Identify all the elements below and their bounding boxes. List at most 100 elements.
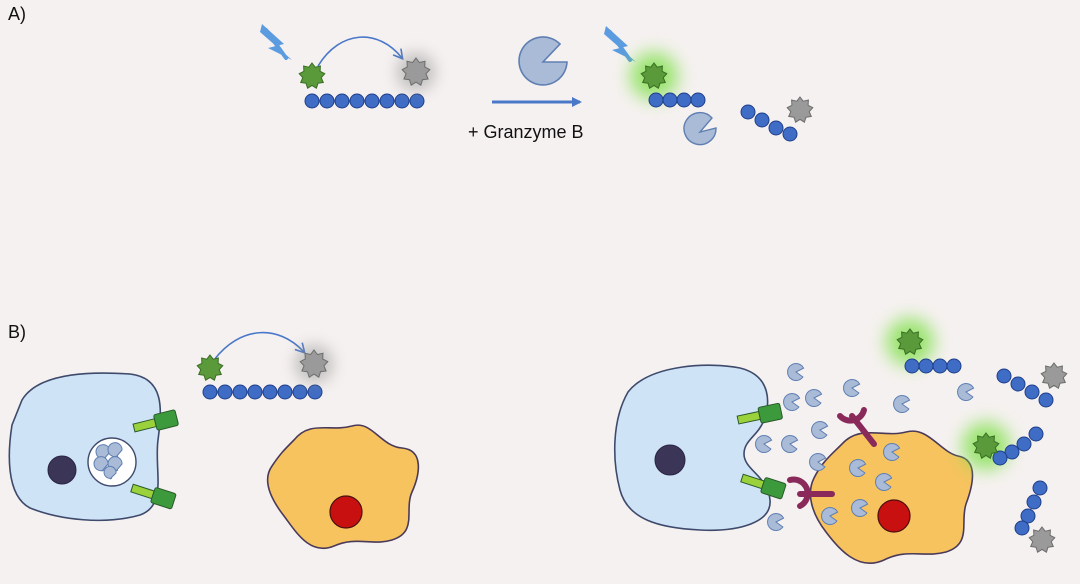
star-quencher-icon: [786, 96, 814, 123]
peptide-bead: [247, 384, 263, 400]
lightning-icon: [260, 24, 292, 60]
granzyme-icon: [787, 362, 805, 381]
t-cell: [8, 372, 162, 522]
t-cell-nucleus: [47, 455, 77, 485]
granzyme-icon: [843, 378, 861, 397]
peptide-bead: [662, 92, 678, 108]
granzyme-icon: [811, 420, 829, 439]
peptide-bead: [277, 384, 293, 400]
peptide-bead: [1024, 384, 1040, 400]
peptide-bead: [1032, 480, 1048, 496]
peptide-bead: [379, 93, 395, 109]
star-quencher-icon: [1040, 362, 1068, 389]
t-cell-receptor: [740, 473, 787, 500]
peptide-bead: [932, 358, 948, 374]
granzyme-icon: [781, 434, 799, 453]
peptide-bead: [364, 93, 380, 109]
antigen-receptor: [837, 407, 877, 447]
peptide-bead: [319, 93, 335, 109]
peptide-bead-chain: [202, 384, 323, 400]
pacman-enzyme-icon: [518, 36, 568, 86]
peptide-bead: [1004, 444, 1020, 460]
t-cell-receptor: [132, 409, 179, 433]
cleaved-fragment-fluorophore: [992, 426, 1044, 466]
peptide-bead: [349, 93, 365, 109]
cleaved-fragment-quencher: [740, 104, 798, 142]
panel-a: + Granzyme B: [260, 24, 814, 146]
star-fluorophore-icon: [196, 354, 224, 381]
peptide-bead: [1010, 376, 1026, 392]
transfer-arc: [317, 36, 404, 67]
peptide-bead: [1016, 436, 1032, 452]
peptide-bead: [262, 384, 278, 400]
peptide-bead: [292, 384, 308, 400]
t-cell-receptor: [130, 483, 177, 510]
panel-label-b: B): [8, 322, 26, 342]
star-fluorophore-icon: [298, 62, 326, 89]
target-cell: [266, 424, 420, 549]
cleaved-fragment-fluorophore: [904, 358, 962, 374]
peptide-bead: [217, 384, 233, 400]
peptide-bead: [1020, 508, 1036, 524]
intact-probe: [298, 52, 436, 109]
peptide-bead: [754, 112, 770, 128]
star-quencher-icon: [401, 57, 431, 86]
granzyme-icon: [821, 506, 839, 525]
peptide-bead: [307, 384, 323, 400]
peptide-bead: [232, 384, 248, 400]
lightning-icon: [604, 26, 636, 62]
peptide-bead: [1028, 426, 1044, 442]
peptide-bead: [1026, 494, 1042, 510]
granzyme-icon: [809, 452, 827, 471]
star-fluorophore-icon: [972, 432, 1000, 459]
cleaved-fragment-fluorophore: [648, 92, 706, 108]
panel-label-a: A): [8, 4, 26, 24]
star-quencher-icon: [299, 349, 329, 378]
peptide-bead: [202, 384, 218, 400]
cleaved-fragment-quencher: [1014, 480, 1048, 536]
star-fluorophore-icon: [640, 62, 668, 89]
panel-b-before: [8, 331, 420, 549]
granzyme-icon: [893, 394, 911, 413]
peptide-bead: [334, 93, 350, 109]
t-cell: [614, 364, 771, 532]
panel-b-after: [614, 318, 1068, 564]
target-nucleus: [877, 499, 911, 533]
granzyme-icon: [805, 388, 823, 407]
t-cell-receptor: [736, 402, 783, 425]
peptide-bead: [394, 93, 410, 109]
granzyme-icon: [849, 458, 867, 477]
peptide-bead: [690, 92, 706, 108]
granzyme-cluster: [93, 442, 123, 480]
pacman-enzyme-icon: [683, 111, 717, 146]
granzyme-icon: [783, 392, 801, 411]
antigen-receptor: [787, 476, 835, 509]
peptide-bead: [648, 92, 664, 108]
granzyme-icon: [883, 442, 901, 461]
star-quencher-icon: [1028, 526, 1056, 553]
granzyme-icon: [851, 498, 869, 517]
peptide-bead: [768, 120, 784, 136]
released-granzymes: [755, 362, 975, 531]
cleaved-fragment-quencher: [996, 368, 1054, 408]
peptide-bead: [996, 368, 1012, 384]
peptide-bead: [782, 126, 798, 142]
peptide-bead: [918, 358, 934, 374]
peptide-bead: [1038, 392, 1054, 408]
peptide-bead: [904, 358, 920, 374]
peptide-bead: [1014, 520, 1030, 536]
granzyme-icon: [957, 382, 975, 401]
granzyme-icon: [767, 512, 785, 531]
transfer-arc: [213, 331, 306, 361]
peptide-bead-chain: [304, 93, 425, 109]
target-nucleus: [329, 495, 363, 529]
granzyme-icon: [755, 434, 773, 453]
star-fluorophore-icon: [896, 328, 924, 355]
granzyme-icon: [875, 472, 893, 491]
t-cell-nucleus: [654, 444, 686, 476]
peptide-bead: [409, 93, 425, 109]
peptide-bead: [304, 93, 320, 109]
peptide-bead: [740, 104, 756, 120]
peptide-bead: [676, 92, 692, 108]
reagent-label: + Granzyme B: [468, 122, 584, 142]
